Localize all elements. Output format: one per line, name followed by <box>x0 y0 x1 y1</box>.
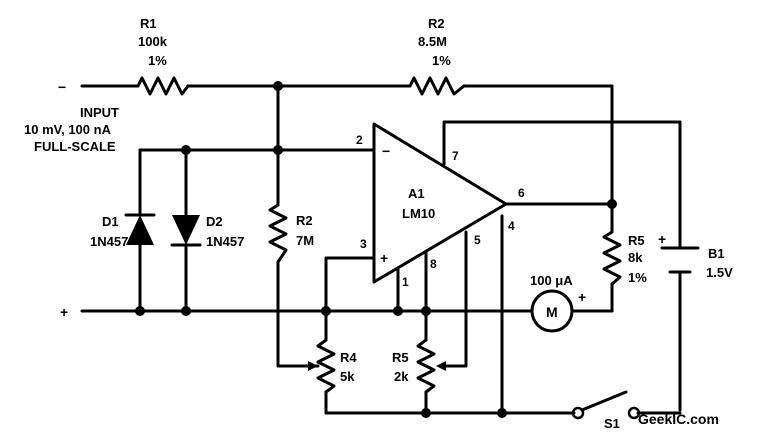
diode-d2 <box>170 215 202 247</box>
input-fullscale: FULL-SCALE <box>34 139 116 154</box>
r5-tolerance: 1% <box>628 270 647 285</box>
pin-3: 3 <box>360 237 367 251</box>
meter-label: 100 μA <box>530 273 573 288</box>
pin-7: 7 <box>452 149 459 163</box>
d1-part: 1N457 <box>90 234 128 249</box>
r5-pot-value: 2k <box>394 369 409 384</box>
input-minus-terminal: − <box>58 79 66 95</box>
meter-plus: + <box>578 289 586 305</box>
r2-top-value: 8.5M <box>418 34 447 49</box>
input-plus-terminal: + <box>60 304 68 320</box>
potentiometer-r4 <box>308 338 336 394</box>
r5-value: 8k <box>628 250 643 265</box>
opamp-a1 <box>372 122 508 284</box>
resistor-r1 <box>136 76 190 96</box>
pin-8: 8 <box>430 257 437 271</box>
r2-top-ref: R2 <box>428 16 445 31</box>
pin-6: 6 <box>518 186 525 200</box>
input-title: INPUT <box>80 105 119 120</box>
pin-1: 1 <box>402 275 409 289</box>
r5-pot-ref: R5 <box>392 350 409 365</box>
watermark: GeekIC.com <box>638 411 719 427</box>
r1-tolerance: 1% <box>148 53 167 68</box>
pin-2: 2 <box>356 133 363 147</box>
battery-plus: + <box>658 231 666 247</box>
d2-ref: D2 <box>206 214 223 229</box>
resistor-r2-mid <box>268 203 288 264</box>
r4-value: 5k <box>340 369 355 384</box>
r2-mid-value: 7M <box>296 233 314 248</box>
input-range: 10 mV, 100 nA <box>24 122 112 137</box>
d2-part: 1N457 <box>206 234 244 249</box>
switch-ref: S1 <box>604 416 620 431</box>
opamp-plus-sign: + <box>380 250 388 266</box>
resistor-r2-top <box>408 76 466 96</box>
r2-top-tolerance: 1% <box>432 53 451 68</box>
r4-ref: R4 <box>340 350 357 365</box>
r1-value: 100k <box>138 34 168 49</box>
opamp-minus-sign: − <box>382 143 390 159</box>
wires <box>80 84 682 415</box>
resistor-r5 <box>602 230 622 286</box>
battery-ref: B1 <box>708 246 725 261</box>
junction-dots <box>135 81 617 418</box>
battery-value: 1.5V <box>706 265 733 280</box>
battery-b1 <box>660 246 700 274</box>
r1-ref: R1 <box>140 16 157 31</box>
opamp-part: LM10 <box>402 206 435 221</box>
opamp-ref: A1 <box>408 186 425 201</box>
meter-symbol: M <box>546 304 558 320</box>
pin-4: 4 <box>508 219 515 233</box>
d1-ref: D1 <box>102 214 119 229</box>
r2-mid-ref: R2 <box>296 213 313 228</box>
switch-s1 <box>571 390 641 420</box>
meter-m <box>530 289 574 333</box>
r5-ref: R5 <box>628 233 645 248</box>
pin-5: 5 <box>474 233 481 247</box>
potentiometer-r5 <box>416 338 446 394</box>
diode-d1 <box>124 213 156 245</box>
